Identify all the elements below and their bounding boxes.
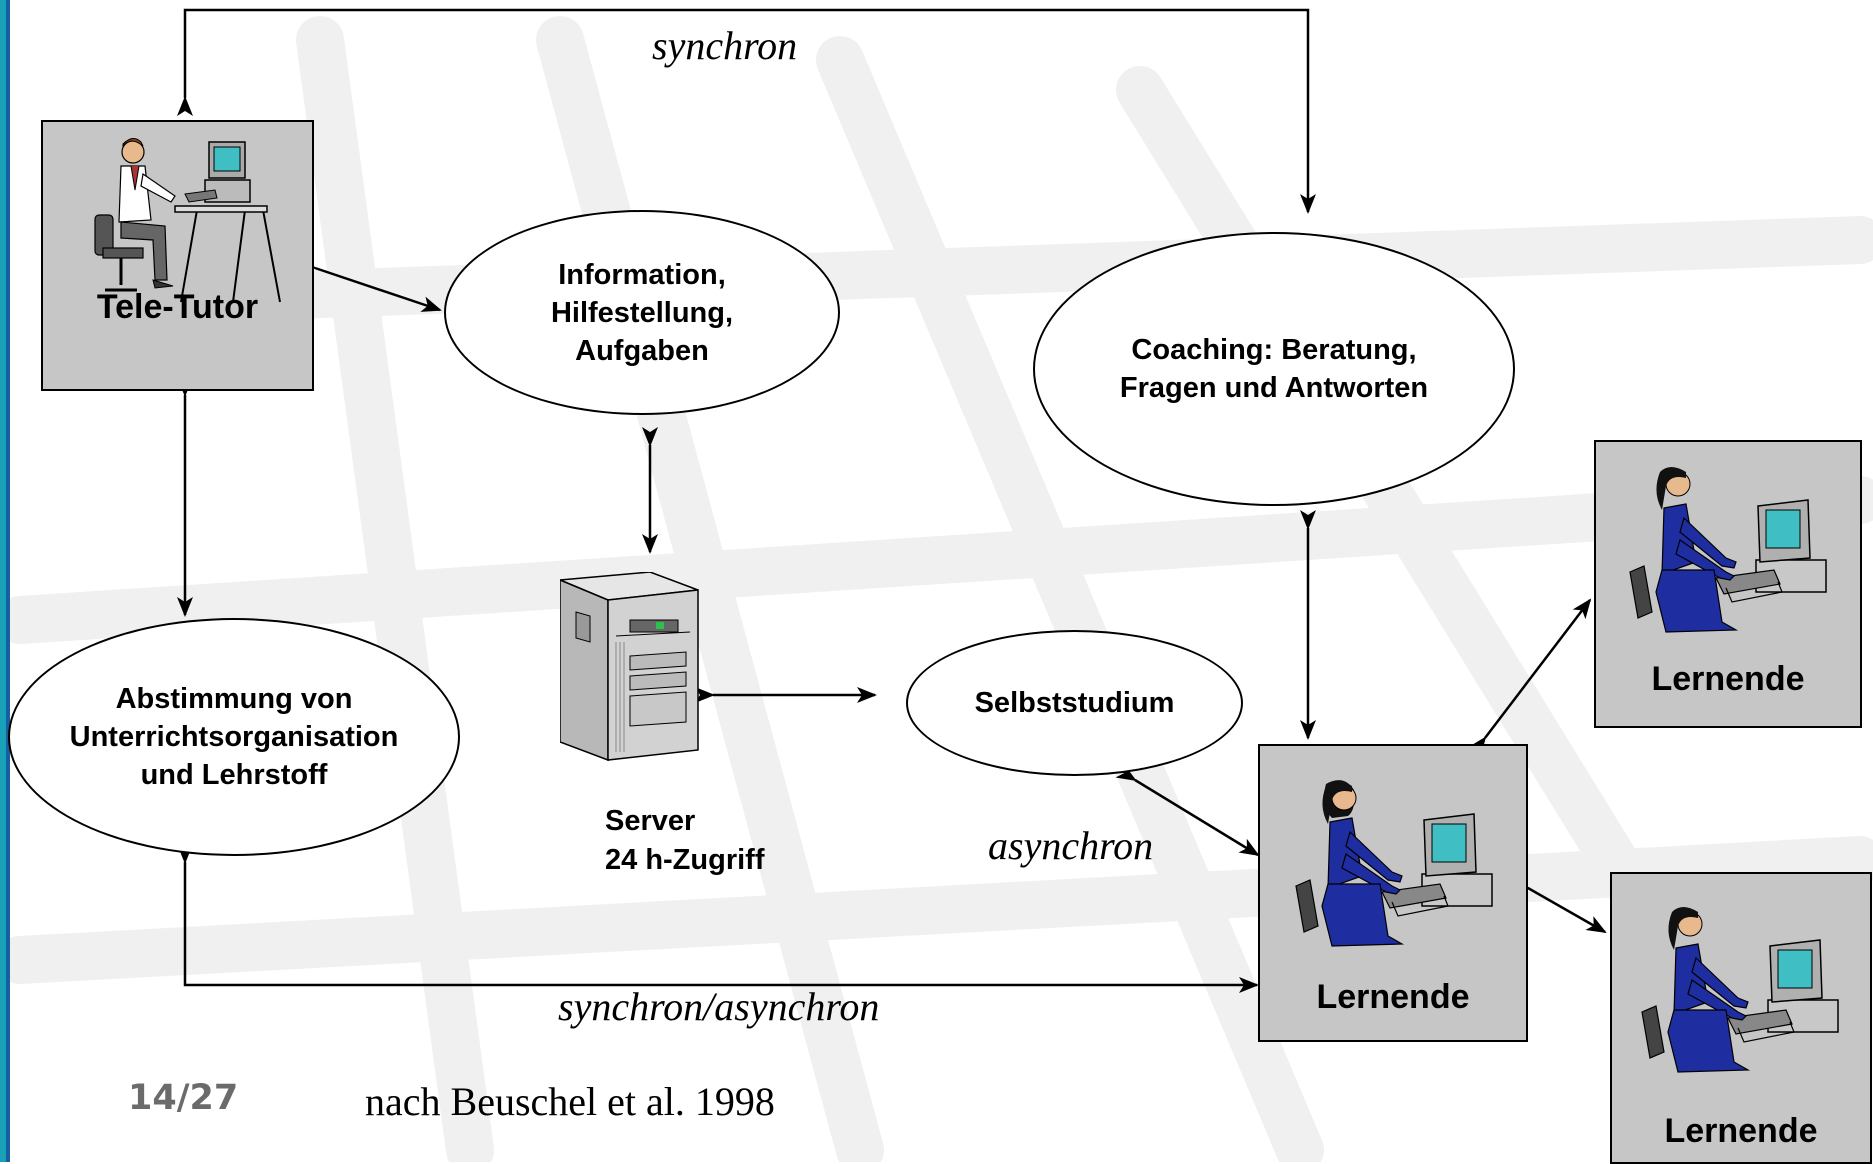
arrow-top-loop (177, 8, 1316, 214)
selbststudium-label: Selbststudium (974, 687, 1175, 719)
tele-tutor-label: Tele-Tutor (96, 288, 259, 326)
arrow-lernende-lernende-bottom (1508, 872, 1607, 934)
selbststudium-node: Selbststudium (906, 630, 1243, 776)
arrow-lernende-lernende-top (1467, 598, 1592, 758)
coaching-label: Coaching: Beratung, Fragen und Antworten (1119, 334, 1429, 404)
tutor-at-computer-icon (94, 138, 281, 303)
information-label: Information, Hilfestellung, Aufgaben (550, 258, 734, 367)
server-label: Server 24 h-Zugriff (605, 805, 765, 876)
citation: nach Beuschel et al. 1998 (365, 1079, 775, 1124)
learner-at-computer-icon (1295, 780, 1493, 947)
page-number: 14/27 (128, 1078, 239, 1118)
abstimmung-node: Abstimmung von Unterrichtsorganisation u… (8, 618, 460, 856)
information-node: Information, Hilfestellung, Aufgaben (444, 210, 840, 415)
lernende-bottom-node: Lernende (1610, 872, 1872, 1164)
lernende-main-label: Lernende (1316, 978, 1470, 1016)
coaching-node: Coaching: Beratung, Fragen und Antworten (1033, 232, 1515, 506)
edge-label-synchron-asynchron: synchron/asynchron (558, 984, 880, 1029)
left-edge-bar (0, 0, 10, 1162)
arrow-bottom-loop (177, 844, 1259, 993)
lernende-top-label: Lernende (1651, 660, 1805, 698)
edge-label-synchron: synchron (652, 23, 798, 68)
lernende-bottom-label: Lernende (1664, 1112, 1818, 1150)
edge-label-asynchron: asynchron (988, 823, 1154, 868)
arrow-selbststudium-lernende (1115, 763, 1260, 857)
lernende-main-node: Lernende (1258, 744, 1528, 1042)
arrow-tutor-information (295, 254, 442, 312)
tele-tutor-node: Tele-Tutor (41, 120, 314, 391)
server-tower-icon (560, 572, 699, 762)
lernende-top-node: Lernende (1594, 440, 1862, 728)
learner-at-computer-icon (1629, 467, 1827, 633)
learner-at-computer-icon (1641, 907, 1839, 1073)
abstimmung-label: Abstimmung von Unterrichtsorganisation u… (69, 683, 399, 791)
